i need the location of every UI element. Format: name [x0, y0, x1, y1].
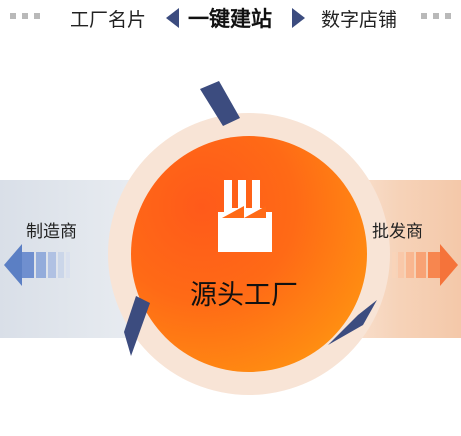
center-circle — [131, 136, 367, 372]
ring-tab-bottom-right — [328, 300, 377, 345]
header-right-label: 数字店铺 — [321, 9, 398, 31]
header-center-label: 一键建站 — [188, 7, 272, 31]
left-arrow-icon — [4, 244, 70, 286]
header-left-label: 工厂名片 — [70, 9, 147, 31]
center-label: 源头工厂 — [190, 280, 298, 311]
header-bar: 工厂名片 一键建站 数字店铺 — [0, 0, 461, 36]
decorative-dots-right — [421, 13, 451, 19]
right-triangle-icon — [292, 8, 305, 28]
right-label: 批发商 — [372, 222, 423, 242]
left-label: 制造商 — [26, 222, 77, 242]
right-arrow-icon — [392, 244, 458, 286]
factory-icon — [218, 180, 272, 252]
decorative-dots-left — [10, 13, 40, 19]
ring-tab-bottom-left — [124, 296, 150, 356]
ring-tab-top — [200, 81, 240, 126]
left-triangle-icon — [166, 8, 179, 28]
